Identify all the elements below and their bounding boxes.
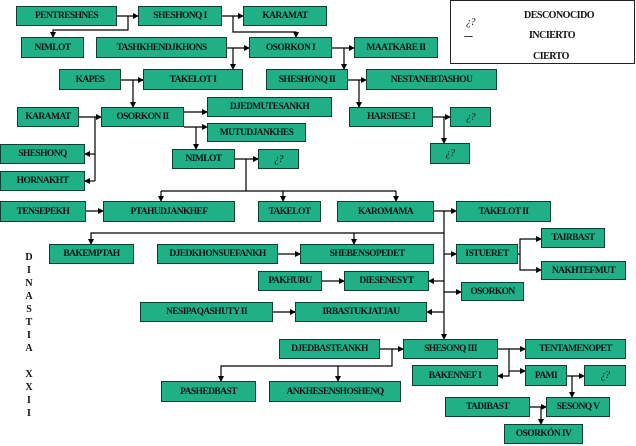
legend: ¿? DESCONOCIDO --- INCIERTO CIERTO	[450, 0, 635, 64]
dynasty-letter: X	[25, 382, 33, 393]
node-unknown-3: ¿?	[430, 143, 470, 164]
node-sheshonq: SHESHONQ	[0, 144, 85, 164]
node-pentreshnes: PENTRESHNES	[16, 6, 117, 26]
dynasty-letter: I	[27, 330, 31, 341]
node-maatkare-ii: MAATKARE II	[354, 37, 438, 58]
node-unknown-4: ¿?	[584, 365, 626, 386]
dynasty-letter: I	[27, 265, 31, 276]
node-sesonq-v: SESONQ V	[546, 397, 610, 417]
node-karamat-2: KARAMAT	[17, 107, 79, 127]
node-osorkon-iv: OSORKÓN IV	[504, 424, 583, 444]
node-unknown-1: ¿?	[450, 107, 491, 127]
node-karomama: KAROMAMA	[337, 201, 434, 222]
node-nimlot-1: NIMLOT	[21, 37, 84, 58]
node-sheshonq-i: SHESHONQ I	[138, 6, 222, 26]
descent-line	[218, 349, 393, 382]
node-osorkon-i: OSORKON I	[249, 37, 332, 58]
dynasty-letter: T	[25, 317, 33, 328]
legend-unknown-symbol: ¿?	[466, 17, 476, 28]
dynasty-letter: I	[27, 395, 31, 406]
dynasty-letter: S	[26, 304, 32, 315]
node-djedbasteankh: DJEDBASTEANKH	[279, 339, 380, 359]
dynasty-letter: D	[25, 252, 33, 263]
node-pakhuru: PAKHURU	[258, 271, 322, 291]
node-nimlot-2: NIMLOT	[172, 149, 235, 169]
node-shebensopedet: SHEBENSOPEDET	[300, 244, 434, 264]
dynasty-letter: A	[25, 291, 33, 302]
node-takelot-i: TAKELOT I	[143, 69, 243, 90]
node-ankhesenshoshenq: ANKHESENSHOSHENQ	[269, 381, 401, 402]
node-takelot: TAKELOT	[258, 201, 321, 222]
node-istueret: ISTUERET	[456, 244, 518, 264]
node-tashkhendjkhons: TASHKHENDJKHONS	[96, 37, 227, 58]
legend-unknown-label: DESCONOCIDO	[524, 10, 595, 21]
node-bakennef-i: BAKENNEF I	[412, 365, 498, 386]
descent-line	[50, 16, 129, 38]
node-sheshonq-ii: SHESHONQ II	[266, 69, 348, 90]
node-irbastukjatjau: IRBASTUKJATJAU	[295, 302, 427, 322]
descent-line	[232, 16, 299, 38]
node-osorkon-ii: OSORKON II	[101, 107, 184, 127]
node-tensepekh: TENSEPEKH	[0, 201, 86, 222]
node-pami: PAMI	[525, 365, 567, 386]
node-tairbast: TAIRBAST	[541, 228, 605, 248]
node-takelot-ii: TAKELOT II	[456, 201, 551, 222]
node-osorkon: OSORKON	[461, 282, 524, 301]
node-nesipaqashuty-ii: NESIPAQASHUTY II	[140, 302, 273, 322]
node-djedmutesankh: DJEDMUTESANKH	[207, 97, 332, 117]
node-bakemptah: BAKEMPTAH	[49, 244, 134, 264]
descent-line	[497, 349, 510, 379]
dynasty-letter: A	[25, 343, 33, 354]
node-tentamenopet: TENTAMENOPET	[525, 339, 626, 359]
dynasty-letter: X	[25, 369, 33, 380]
node-harsiese-i: HARSIESE I	[349, 107, 433, 127]
node-kapes: KAPES	[59, 69, 121, 90]
node-hornakht: HORNAKHT	[0, 171, 85, 191]
descent-line	[88, 232, 444, 245]
node-tadibast: TADIBAST	[445, 397, 530, 417]
descent-line	[519, 254, 542, 273]
node-pashedbast: PASHEDBAST	[161, 381, 256, 402]
node-ptahudjankhef: PTAHUDJANKHEF	[103, 201, 235, 222]
node-djedkhonsuefankh: DJEDKHONSUEFANKH	[157, 244, 278, 264]
dynasty-letter: I	[27, 408, 31, 419]
node-nestanebtashou: NESTANEBTASHOU	[366, 69, 497, 90]
node-karamat-1: KARAMAT	[243, 6, 327, 26]
node-shesonq-iii: SHESONQ III	[403, 339, 498, 359]
legend-certain-label: CIERTO	[533, 51, 569, 62]
legend-uncertain-label: INCIERTO	[529, 30, 576, 41]
dynasty-letter: N	[25, 278, 33, 289]
descent-line	[161, 159, 396, 192]
node-unknown-2: ¿?	[258, 149, 299, 169]
legend-uncertain-symbol: ---	[464, 31, 473, 42]
node-diesenesyt: DIESENESYT	[344, 271, 429, 291]
node-nakhtefmut: NAKHTEFMUT	[541, 261, 626, 280]
node-mutudjankhes: MUTUDJANKHES	[207, 123, 306, 142]
descent-line	[519, 236, 542, 254]
